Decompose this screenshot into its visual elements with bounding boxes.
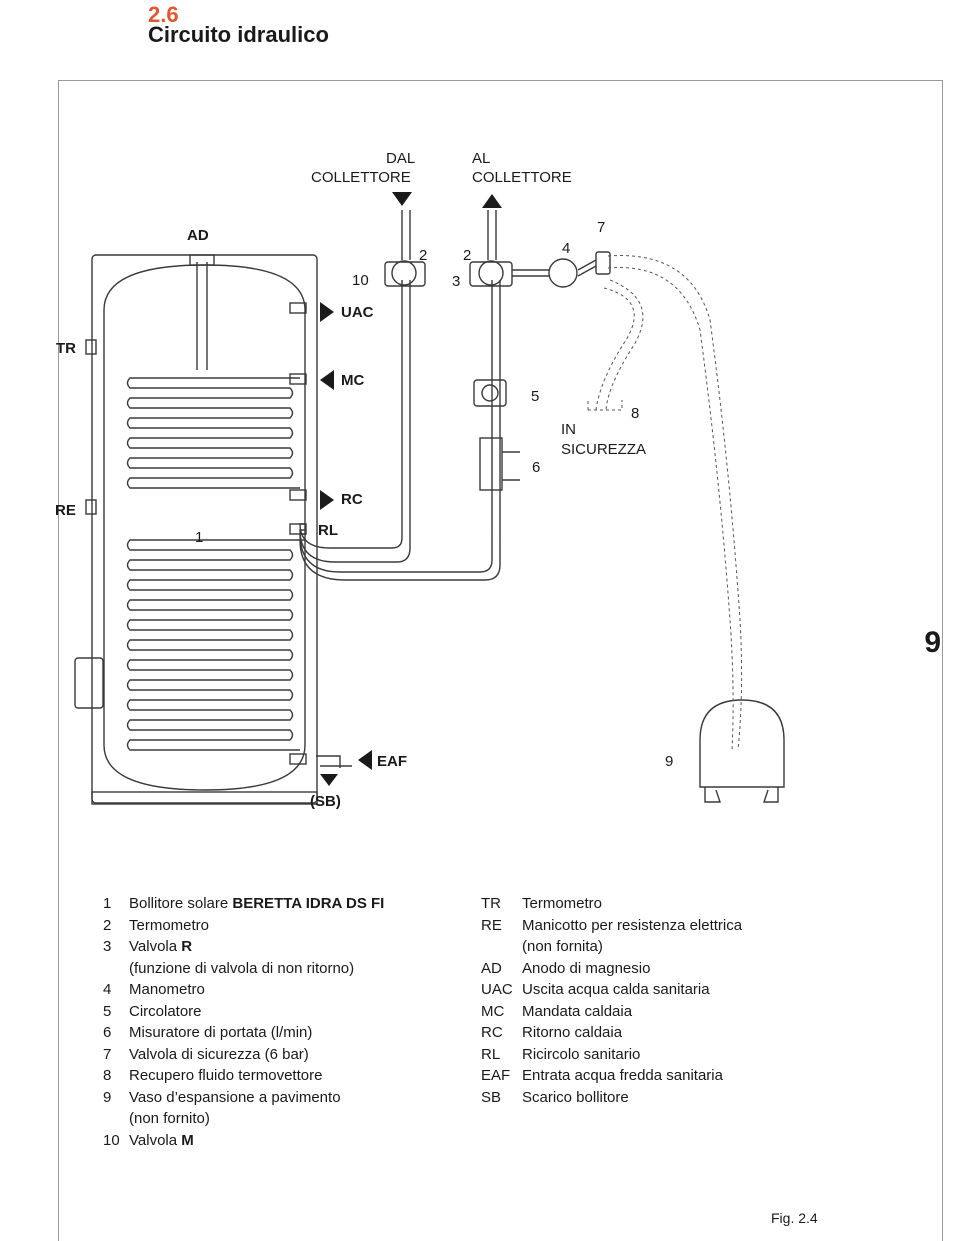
label-tr: TR xyxy=(56,340,76,357)
label-dal-collettore: COLLETTORE xyxy=(311,169,411,186)
label-n8: 8 xyxy=(631,405,639,422)
label-n10: 10 xyxy=(352,272,369,289)
label-n3: 3 xyxy=(452,273,460,290)
label-al: AL xyxy=(472,150,490,167)
label-n2a: 2 xyxy=(419,247,427,264)
legend-item: (non fornito) xyxy=(129,1110,210,1127)
label-n9: 9 xyxy=(665,753,673,770)
label-al-collettore: COLLETTORE xyxy=(472,169,572,186)
tank-outer xyxy=(91,254,318,804)
figure-label: Fig. 2.4 xyxy=(771,1210,818,1226)
label-n1: 1 xyxy=(195,529,203,546)
legend-item: (non fornita) xyxy=(522,938,603,955)
label-sb: (SB) xyxy=(310,793,341,810)
label-in: IN xyxy=(561,421,576,438)
figure-frame xyxy=(58,80,943,1241)
section-title: Circuito idraulico xyxy=(148,22,329,47)
section-number: 2.6 xyxy=(148,2,179,27)
label-rl: RL xyxy=(318,522,338,539)
tank-inner xyxy=(103,264,306,791)
label-n5: 5 xyxy=(531,388,539,405)
label-uac: UAC xyxy=(341,304,374,321)
label-rc: RC xyxy=(341,491,363,508)
label-eaf: EAF xyxy=(377,753,407,770)
label-mc: MC xyxy=(341,372,364,389)
chapter-tab-number: 9 xyxy=(924,626,941,659)
legend-item: (funzione di valvola di non ritorno) xyxy=(129,959,355,977)
tank-base xyxy=(91,791,318,805)
hydraulic-diagram: DAL COLLETTORE AL COLLETTORE AD UAC MC R… xyxy=(55,150,785,810)
label-dal: DAL xyxy=(386,150,415,167)
label-n4: 4 xyxy=(562,240,570,257)
label-re: RE xyxy=(55,502,76,519)
label-sicurezza: SICUREZZA xyxy=(561,441,646,458)
label-ad: AD xyxy=(187,227,209,244)
label-n2b: 2 xyxy=(463,247,471,264)
label-n6: 6 xyxy=(532,459,540,476)
label-n7: 7 xyxy=(597,219,605,236)
